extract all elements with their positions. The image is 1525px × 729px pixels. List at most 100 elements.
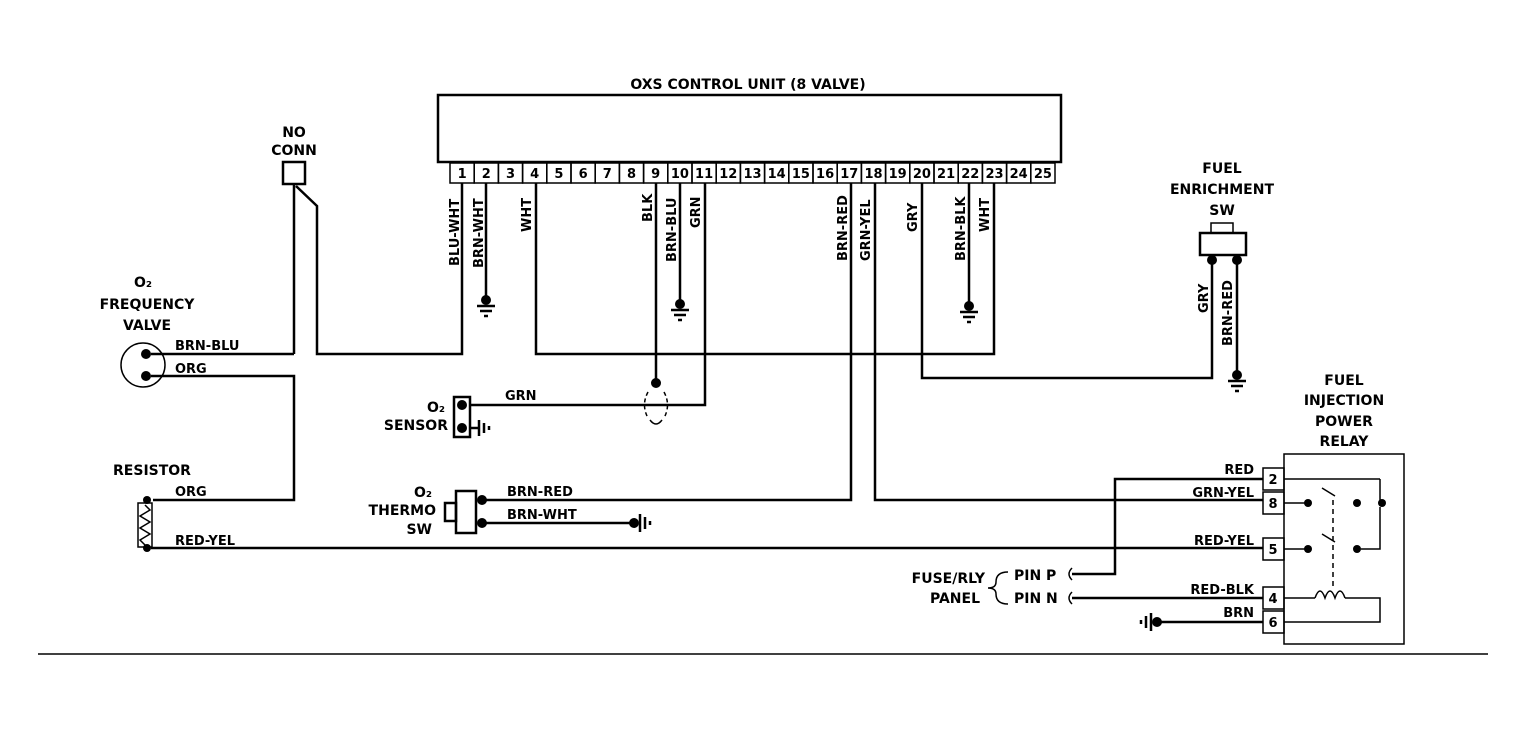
control-unit-box bbox=[436, 93, 1063, 164]
wire-label-relay-4: RED-BLK bbox=[1190, 583, 1255, 598]
relay-pin-6: 6 bbox=[1268, 616, 1277, 631]
control-unit-pin-number: 2 bbox=[482, 167, 491, 182]
o2-sensor-terminal bbox=[457, 400, 467, 410]
wire-label-thermo-bottom: BRN-WHT bbox=[507, 508, 577, 523]
control-unit-pin-number: 14 bbox=[768, 167, 786, 182]
o2-sensor-ground-terminal bbox=[457, 423, 467, 433]
control-unit-pin-number: 5 bbox=[554, 167, 563, 182]
wire-label-relay-8: GRN-YEL bbox=[1192, 486, 1254, 501]
wire-label-resistor-top: ORG bbox=[175, 485, 207, 500]
control-unit-pin-number: 18 bbox=[864, 167, 882, 182]
control-unit-pin-number: 6 bbox=[579, 167, 588, 182]
shield-right bbox=[663, 391, 669, 419]
thermo-label-2: THERMO bbox=[369, 503, 437, 519]
wire-pin17-brnred bbox=[485, 183, 853, 502]
wire-label-pin11: GRN bbox=[689, 196, 704, 228]
control-unit-pin-number: 11 bbox=[695, 167, 713, 182]
control-unit-pin-number: 15 bbox=[792, 167, 810, 182]
thermo-switch-body bbox=[454, 489, 478, 535]
control-unit-pin-number: 19 bbox=[889, 167, 907, 182]
enrich-terminal-left bbox=[1207, 255, 1217, 265]
valve-label-1: O₂ bbox=[134, 275, 152, 291]
enrich-label-3: SW bbox=[1209, 203, 1235, 219]
frequency-valve-body bbox=[120, 342, 166, 388]
relay-pin-4: 4 bbox=[1268, 592, 1277, 607]
ground-icon bbox=[1139, 613, 1162, 631]
control-unit-pin-number: 7 bbox=[603, 167, 612, 182]
wire-label-enrich-right: BRN-RED bbox=[1221, 280, 1236, 346]
ground-icon bbox=[960, 301, 978, 324]
wire-label-relay-5: RED-YEL bbox=[1194, 534, 1254, 549]
relay-label-4: RELAY bbox=[1320, 434, 1370, 450]
panel-label-1: FUSE/RLY bbox=[912, 571, 986, 587]
wire-label-enrich-left: GRY bbox=[1197, 283, 1212, 313]
wire-label-pin18: GRN-YEL bbox=[859, 199, 874, 261]
wire-label-pin4: WHT bbox=[520, 198, 535, 232]
control-unit-title: OXS CONTROL UNIT (8 VALVE) bbox=[630, 77, 865, 93]
resistor-zigzag bbox=[138, 504, 152, 546]
wire-label-valve-top: BRN-BLU bbox=[175, 339, 239, 354]
valve-label-3: VALVE bbox=[123, 318, 171, 334]
thermo-label-1: O₂ bbox=[414, 485, 432, 501]
wire-label-pin22: BRN-BLK bbox=[954, 196, 969, 261]
wire-pin18-grnyel bbox=[873, 183, 1263, 502]
wire-pin11-grn bbox=[469, 183, 707, 407]
wire-pin1-bluwht bbox=[295, 183, 464, 356]
control-unit-pin-number: 16 bbox=[816, 167, 834, 182]
relay-label-3: POWER bbox=[1315, 414, 1373, 430]
enrich-label-2: ENRICHMENT bbox=[1170, 182, 1274, 198]
wire-pin20-gry bbox=[920, 183, 1214, 380]
resistor-terminal-bottom bbox=[143, 544, 151, 552]
control-unit-pin-cell bbox=[1030, 162, 1056, 184]
enrich-terminal-right bbox=[1232, 255, 1242, 265]
no-conn-connector bbox=[281, 160, 307, 186]
control-unit-pin-number: 8 bbox=[627, 167, 636, 182]
o2-sensor-body bbox=[452, 395, 472, 439]
control-unit-pin-number: 17 bbox=[840, 167, 858, 182]
wire-label-valve-bottom: ORG bbox=[175, 362, 207, 377]
wire-label-relay-6: BRN bbox=[1223, 606, 1254, 621]
o2-sensor-label-1: O₂ bbox=[427, 400, 445, 416]
thermo-terminal-bottom bbox=[477, 518, 487, 528]
thermo-label-3: SW bbox=[406, 522, 432, 538]
control-unit-pin-number: 22 bbox=[961, 167, 979, 182]
wire-valve-org bbox=[151, 374, 296, 502]
panel-pin-n-connector bbox=[1068, 591, 1073, 605]
ground-icon bbox=[671, 299, 689, 322]
ground-icon bbox=[477, 295, 495, 318]
wire-relay2-red bbox=[1072, 477, 1263, 576]
relay-pin-5: 5 bbox=[1268, 543, 1277, 558]
control-unit-pin-number: 4 bbox=[530, 167, 539, 182]
no-conn-label-2: CONN bbox=[271, 143, 317, 159]
wire-label-resistor-bottom: RED-YEL bbox=[175, 534, 235, 549]
relay-label-2: INJECTION bbox=[1304, 393, 1384, 409]
wire-label-pin20: GRY bbox=[906, 202, 921, 232]
enrich-switch-body bbox=[1198, 231, 1248, 257]
o2-sensor-label-2: SENSOR bbox=[384, 418, 448, 434]
valve-label-2: FREQUENCY bbox=[100, 297, 196, 313]
wire-label-sensor: GRN bbox=[505, 389, 537, 404]
panel-label-2: PANEL bbox=[930, 591, 980, 607]
control-unit-pin-number: 12 bbox=[719, 167, 737, 182]
shield-terminal bbox=[651, 378, 661, 388]
wire-pin4-pin23-wht bbox=[534, 183, 996, 356]
enrich-switch-tip bbox=[1210, 222, 1234, 234]
wire-label-pin17: BRN-RED bbox=[836, 195, 851, 261]
control-unit-pin-number: 20 bbox=[913, 167, 931, 182]
enrich-label-1: FUEL bbox=[1202, 161, 1241, 177]
ground-icon bbox=[629, 514, 652, 532]
wire-label-pin23: WHT bbox=[978, 198, 993, 232]
wire-label-pin2: BRN-WHT bbox=[472, 198, 487, 268]
resistor-label: RESISTOR bbox=[113, 463, 191, 479]
relay-pin-2: 2 bbox=[1268, 473, 1277, 488]
wire-label-relay-2: RED bbox=[1224, 463, 1254, 478]
control-unit-pin-number: 21 bbox=[937, 167, 955, 182]
control-unit-pin-number: 3 bbox=[506, 167, 515, 182]
thermo-terminal-top bbox=[477, 495, 487, 505]
control-unit-pin-number: 25 bbox=[1034, 167, 1052, 182]
ground-icon bbox=[1228, 370, 1246, 393]
resistor-terminal-top bbox=[143, 496, 151, 504]
shield-left bbox=[643, 391, 649, 419]
